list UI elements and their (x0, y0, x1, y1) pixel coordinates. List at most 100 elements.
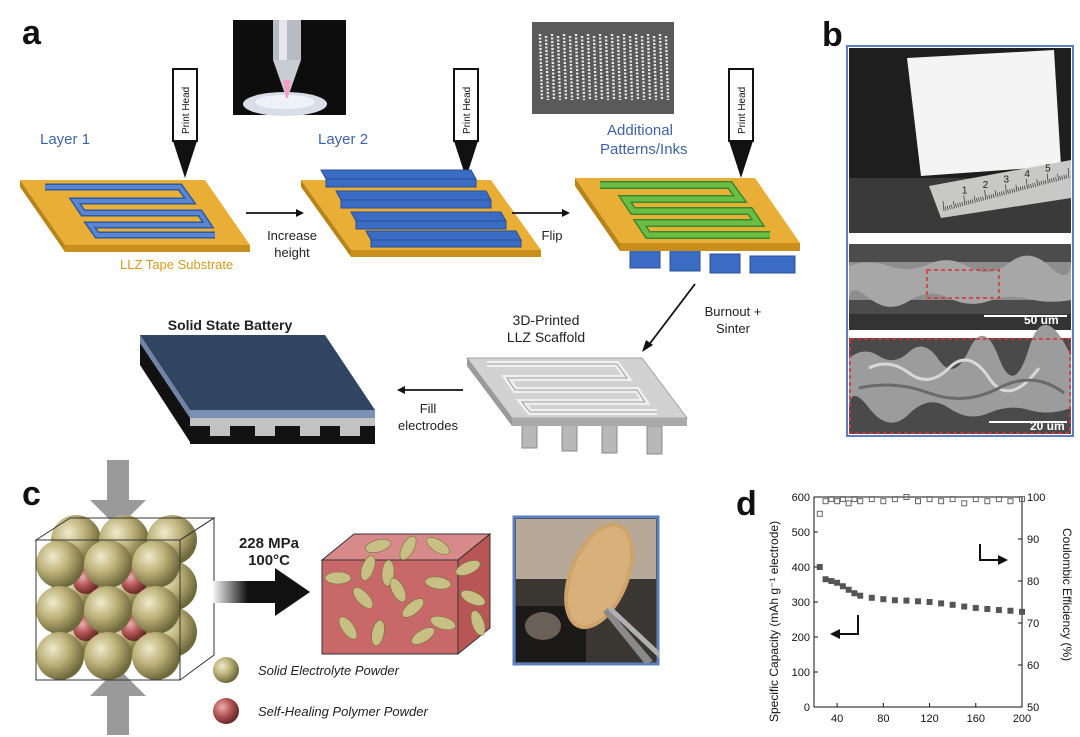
ce-axis-arrow (979, 544, 1000, 561)
printed-line (664, 35, 670, 101)
electrolyte-grain (352, 587, 374, 609)
y-tick-label-right: 70 (1027, 618, 1039, 630)
efficiency-point (1007, 498, 1014, 505)
capacity-point (915, 598, 921, 605)
electrolyte-grain (430, 615, 456, 631)
x-tick-label: 200 (1013, 713, 1031, 725)
electrolyte-sphere (84, 586, 132, 634)
capacity-point (857, 592, 864, 599)
y-tick-label-left: 400 (792, 562, 810, 574)
printed-pattern-photo (532, 22, 674, 114)
printed-line (556, 35, 562, 101)
x-tick-label: 120 (920, 713, 938, 725)
printed-line (544, 35, 550, 101)
electrolyte-sphere (132, 586, 180, 634)
print-head-label-2: Print Head (462, 87, 473, 134)
layer1-substrate (20, 180, 250, 252)
y-tick-label-left: 0 (804, 702, 810, 714)
capacity-point (961, 603, 968, 610)
ruler-tick (969, 199, 972, 204)
legend-red-sphere (213, 698, 239, 724)
ruler-tick (1025, 178, 1028, 190)
ruler-tick (1036, 179, 1039, 187)
capacity-point (995, 607, 1002, 614)
y-tick-label-left: 200 (792, 632, 810, 644)
ruler-tick (957, 203, 959, 208)
substrate-label: LLZ Tape Substrate (120, 257, 234, 272)
capacity-axis-arrow (838, 615, 859, 635)
capacity-point (851, 590, 858, 597)
arrow-burnout (642, 283, 696, 352)
burnout-label: Burnout + Sinter (704, 304, 762, 336)
capacity-point (1019, 608, 1025, 615)
electrolyte-sphere (132, 632, 180, 680)
printed-line (598, 33, 604, 101)
printed-line (658, 33, 664, 101)
ruler-tick (1040, 181, 1043, 186)
ruler-tick (994, 190, 997, 198)
electrolyte-grain (389, 577, 407, 603)
ruler-number: 3 (1004, 175, 1010, 186)
electrolyte-grain (455, 560, 481, 576)
x-tick-label: 80 (877, 713, 889, 725)
fill-label: Fill electrodes (398, 401, 458, 433)
efficiency-point (984, 498, 991, 505)
capacity-point (880, 596, 887, 603)
ruler-tick (1009, 189, 1012, 194)
ruler-tick (950, 204, 953, 209)
ruler-tick (1021, 186, 1024, 191)
electrolyte-grain (338, 616, 358, 640)
panel-letter-d: d (736, 485, 757, 523)
efficiency-point (995, 496, 1002, 503)
electrolyte-sphere (36, 540, 84, 588)
y-axis-label-left: Specific Capacity (mAh g⁻¹ electrode) (767, 521, 781, 722)
electrolyte-grain (460, 590, 486, 606)
electrolyte-grain (411, 627, 435, 645)
ruler-tick (1044, 179, 1047, 185)
ruler-tick (1042, 180, 1045, 185)
press-arrow (212, 568, 310, 616)
capacity-point (1007, 607, 1014, 614)
capacity-point (845, 586, 852, 593)
ruler-tick (1019, 186, 1022, 191)
powder-cube (34, 460, 216, 735)
ruler-tick (1000, 191, 1003, 196)
electrolyte-grain (424, 576, 452, 590)
ruler-tick (1065, 174, 1068, 179)
efficiency-point (828, 496, 835, 503)
ruler-tick (1015, 184, 1018, 192)
ruler-tick (973, 195, 976, 203)
legend-polymer: Self-Healing Polymer Powder (258, 704, 428, 719)
ruler-tick (1011, 188, 1014, 193)
printed-line (550, 33, 556, 101)
efficiency-point (903, 494, 910, 500)
flip-label: Flip (541, 228, 563, 243)
electrolyte-grain (365, 538, 391, 554)
ruler-tick (1003, 190, 1005, 196)
legend-gold-sphere (213, 657, 239, 683)
layer2-structure (301, 169, 541, 257)
ruler-number: 4 (1024, 169, 1030, 180)
print-head-label-3: Print Head (737, 87, 748, 134)
additional-label: Additional Patterns/Inks (600, 122, 688, 158)
efficiency-point (938, 498, 945, 505)
ruler-tick (992, 193, 995, 198)
electrolyte-grain (324, 571, 352, 585)
layer2-label: Layer 2 (318, 131, 369, 148)
print-head-3: Print Head (728, 68, 754, 178)
ruler-tick (1061, 175, 1064, 180)
ruler-tick (1055, 177, 1057, 182)
panel-letter-b: b (822, 16, 843, 54)
ce-axis-arrowhead (998, 555, 1008, 565)
ruler-number: 2 (983, 180, 989, 191)
efficiency-point (961, 500, 968, 507)
sem-image-high-mag (849, 324, 1071, 434)
capacity-axis-arrowhead (830, 629, 840, 639)
printed-line (616, 35, 622, 101)
printed-line (568, 35, 574, 101)
efficiency-point (834, 498, 841, 505)
capacity-point (828, 578, 835, 584)
printed-line (652, 35, 658, 101)
ruler-tick (1023, 185, 1026, 190)
capacity-point (891, 597, 898, 604)
